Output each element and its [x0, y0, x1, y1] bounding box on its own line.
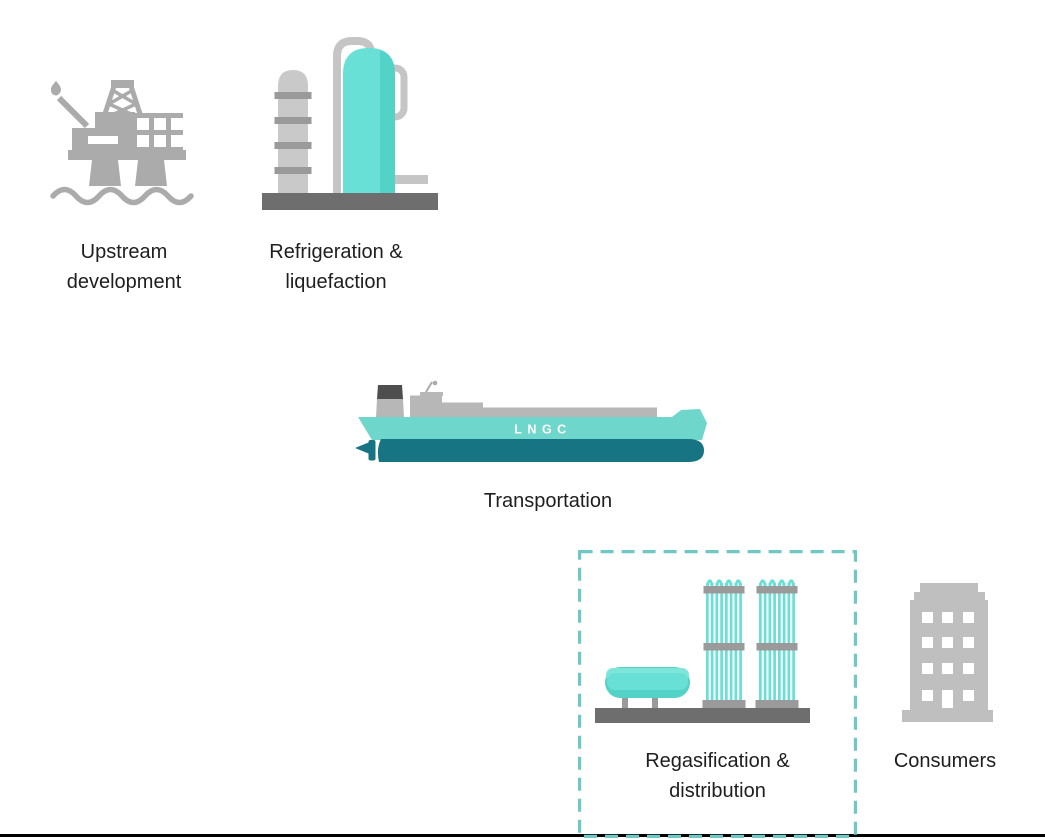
ship-mast [425, 381, 433, 393]
terminal-platform [595, 708, 810, 723]
building-door [942, 690, 953, 708]
flare-boom [50, 81, 90, 129]
plant-platform [262, 193, 438, 210]
dashed-border [578, 550, 857, 838]
label-line: Regasification & [645, 750, 790, 772]
label-line: liquefaction [285, 271, 387, 293]
upper-hull [358, 409, 707, 440]
water-waves [50, 186, 194, 206]
funnel-cap [377, 385, 403, 399]
hull-text-lngc: LNGC [514, 423, 571, 437]
stage-label-regasification: Regasification & distribution [578, 746, 857, 806]
outlet-pipe [392, 175, 428, 184]
regasification-terminal-icon [595, 579, 810, 723]
lower-hull [377, 439, 704, 462]
label-line: Refrigeration & [269, 241, 403, 263]
cargo-deck [483, 407, 657, 418]
building-windows [922, 612, 974, 708]
flare-flame [50, 81, 62, 96]
ship-propeller [355, 440, 376, 461]
ship-superstructure [376, 380, 657, 418]
vaporizer-tower [702, 579, 746, 708]
label-line: development [66, 271, 182, 293]
mast-light [432, 380, 438, 386]
offshore-oil-rig-icon [50, 80, 194, 206]
label-line: distribution [669, 780, 766, 802]
office-building-icon [902, 583, 993, 722]
mid-deck-block [442, 402, 483, 418]
bridge-block [410, 395, 442, 418]
horizontal-lng-tank [605, 667, 690, 708]
ship-funnel [376, 399, 404, 418]
bridge-wing [420, 392, 443, 396]
vaporizer-tower [754, 579, 800, 710]
lng-storage-tank [343, 48, 395, 193]
label-line: Transportation [483, 490, 613, 512]
distillation-column [274, 70, 312, 193]
regasification-highlight-box: Regasification & distribution [578, 550, 857, 838]
rig-deck [68, 112, 186, 160]
liquefaction-plant-icon [262, 37, 438, 210]
rig-legs [89, 160, 167, 186]
label-line: Upstream [80, 241, 168, 263]
label-line: Consumers [893, 750, 997, 772]
stage-label-refrigeration: Refrigeration & liquefaction [236, 237, 436, 297]
stage-label-upstream: Upstream development [24, 237, 224, 297]
bottom-border-line [0, 834, 1045, 837]
stage-label-consumers: Consumers [845, 746, 1045, 776]
deck-windows [88, 118, 183, 147]
lng-carrier-ship-icon: LNGC [355, 380, 707, 462]
stage-label-transportation: Transportation [448, 486, 648, 516]
